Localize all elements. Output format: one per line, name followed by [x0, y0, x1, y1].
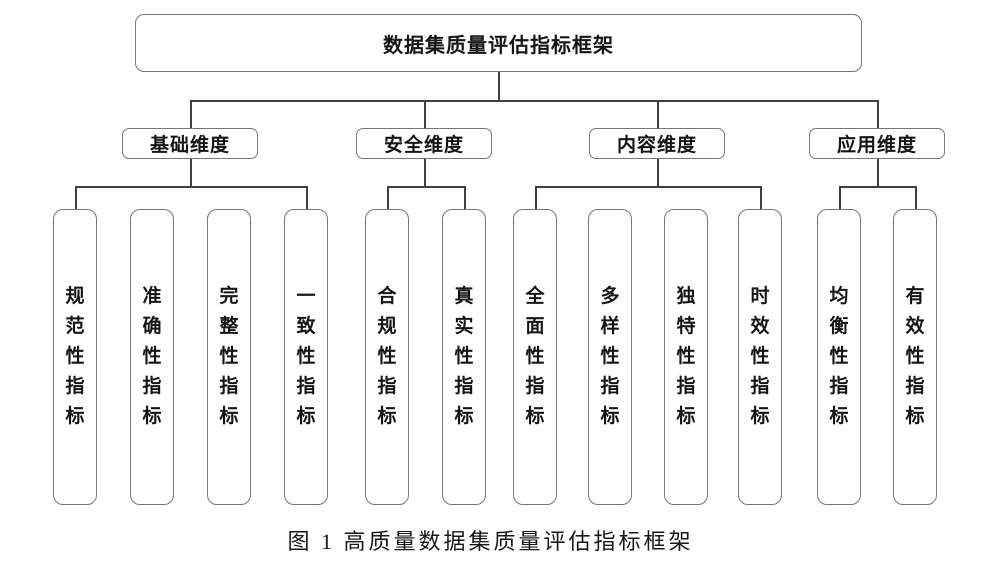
connector-line [877, 159, 879, 187]
connector-line [915, 186, 917, 210]
dimension-label: 内容维度 [616, 135, 697, 156]
connector-line [498, 72, 500, 101]
root-node-label: 数据集质量评估指标框架 [383, 34, 614, 57]
connector-line [75, 186, 77, 210]
connector-line [424, 159, 426, 187]
connector-line [464, 186, 466, 210]
node-indicator-completeness: 完整性指标 [207, 209, 251, 505]
connector-line [535, 186, 762, 188]
indicator-label: 全面性指标 [525, 286, 545, 427]
indicator-label: 有效性指标 [905, 286, 925, 427]
connector-line [306, 186, 308, 210]
node-indicator-accuracy: 准确性指标 [130, 209, 174, 505]
node-dataset-quality-framework: 数据集质量评估指标框架 [135, 14, 862, 72]
node-indicator-consistency: 一致性指标 [284, 209, 328, 505]
node-indicator-effectiveness: 有效性指标 [893, 209, 937, 505]
connector-line [760, 186, 762, 210]
connector-line [75, 186, 307, 188]
indicator-label: 完整性指标 [219, 286, 239, 427]
indicator-label: 多样性指标 [600, 286, 620, 427]
dimension-label: 安全维度 [383, 135, 464, 156]
node-indicator-balance: 均衡性指标 [817, 209, 861, 505]
node-indicator-comprehensiveness: 全面性指标 [513, 209, 557, 505]
node-dimension-basic: 基础维度 [122, 128, 258, 159]
connector-line [387, 186, 465, 188]
indicator-label: 独特性指标 [676, 286, 696, 427]
connector-line [387, 186, 389, 210]
indicator-label: 合规性指标 [377, 286, 397, 427]
dimension-label: 应用维度 [836, 135, 917, 156]
node-indicator-uniqueness: 独特性指标 [664, 209, 708, 505]
connector-line [424, 100, 426, 129]
indicator-label: 规范性指标 [65, 286, 85, 427]
connector-line [877, 100, 879, 129]
connector-line [190, 100, 879, 102]
indicator-label: 均衡性指标 [829, 286, 849, 427]
connector-line [839, 186, 841, 210]
connector-line [190, 159, 192, 187]
node-indicator-authenticity: 真实性指标 [442, 209, 486, 505]
connector-line [190, 100, 192, 129]
node-indicator-normative: 规范性指标 [53, 209, 97, 505]
node-dimension-content: 内容维度 [589, 128, 725, 159]
node-dimension-security: 安全维度 [356, 128, 492, 159]
connector-line [657, 159, 659, 187]
node-indicator-timeliness: 时效性指标 [738, 209, 782, 505]
connector-line [657, 100, 659, 129]
connector-line [535, 186, 537, 210]
indicator-label: 时效性指标 [750, 286, 770, 427]
figure-caption: 图 1 高质量数据集质量评估指标框架 [287, 529, 694, 554]
connector-line [839, 186, 917, 188]
indicator-label: 准确性指标 [142, 286, 162, 427]
node-dimension-application: 应用维度 [809, 128, 945, 159]
node-indicator-diversity: 多样性指标 [588, 209, 632, 505]
node-indicator-compliance: 合规性指标 [365, 209, 409, 505]
indicator-label: 真实性指标 [454, 286, 474, 427]
indicator-label: 一致性指标 [296, 286, 316, 427]
dimension-label: 基础维度 [149, 135, 230, 156]
